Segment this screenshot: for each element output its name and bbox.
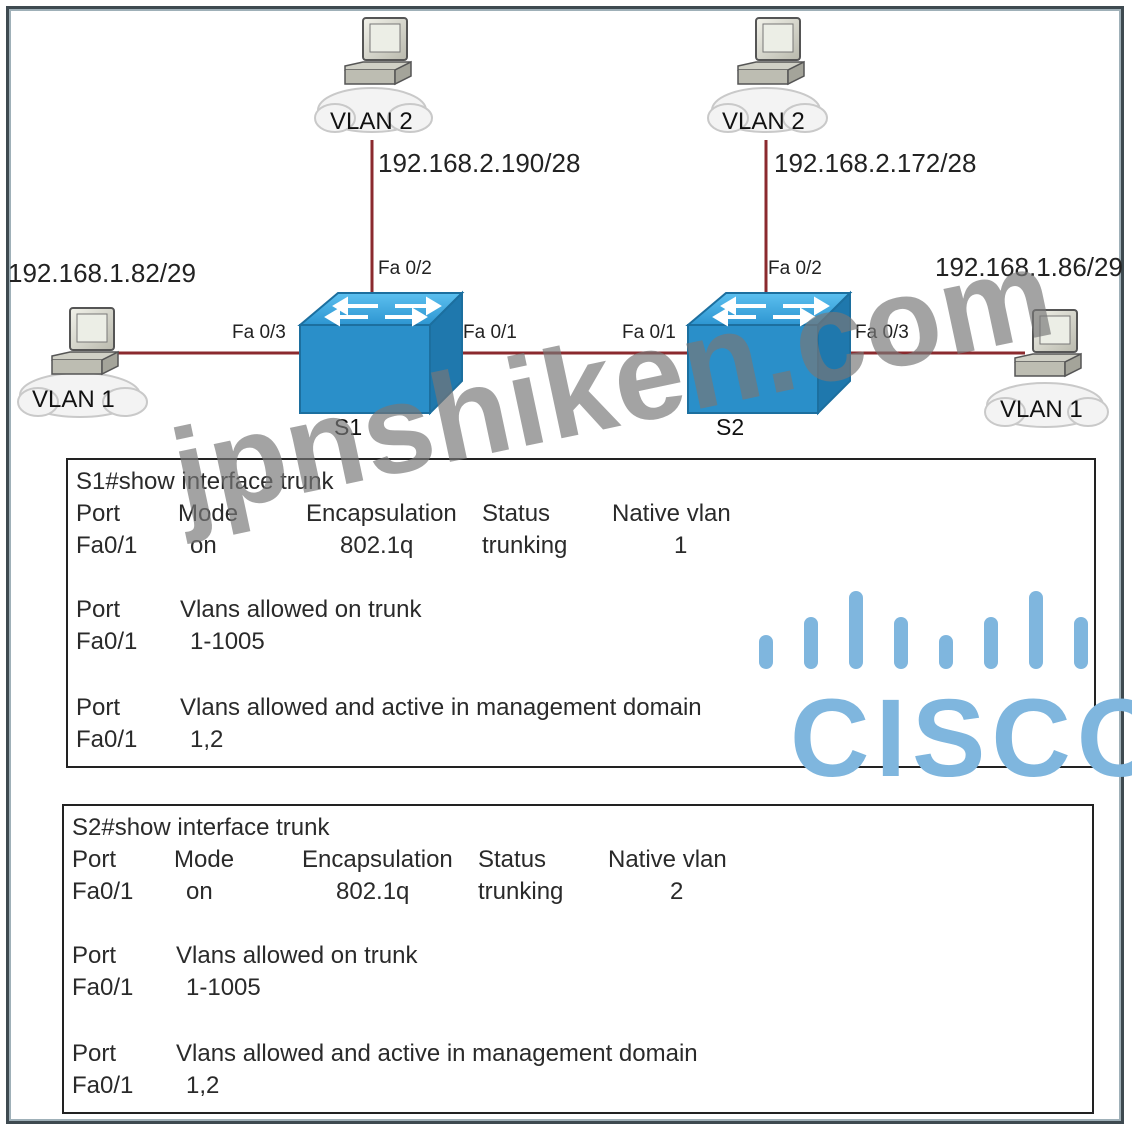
pc-icon	[51, 307, 119, 376]
host-ip-label: 192.168.2.172/28	[774, 148, 977, 178]
row-native-vlan: 1	[674, 532, 688, 559]
port-label: Fa 0/1	[463, 322, 517, 343]
row-vlans-allowed: 1-1005	[186, 974, 261, 1001]
host-ip-label: 192.168.1.86/29	[935, 252, 1123, 282]
row-port: Fa0/1	[72, 974, 134, 1001]
col-header-port: Port	[76, 694, 121, 721]
col-header-vlans-active: Vlans allowed and active in management d…	[180, 694, 702, 721]
switch-icon	[297, 290, 465, 416]
col-header-status: Status	[482, 500, 551, 527]
col-header-port: Port	[72, 942, 117, 969]
switch-name: S2	[716, 414, 745, 440]
cli-command: S2#show interface trunk	[72, 814, 330, 841]
row-status: trunking	[482, 532, 568, 559]
vlan-label: VLAN 1	[32, 386, 115, 413]
col-header-vlans-allowed: Vlans allowed on trunk	[180, 596, 422, 623]
col-header-native-vlan: Native vlan	[612, 500, 731, 527]
cli-output-s2: S2#show interface trunk Port Mode Encaps…	[62, 804, 1094, 1114]
row-status: trunking	[478, 878, 564, 905]
row-vlans-active: 1,2	[186, 1072, 220, 1099]
vlan2-cloud-left	[314, 87, 433, 133]
row-encapsulation: 802.1q	[336, 878, 410, 905]
port-label: Fa 0/1	[622, 322, 676, 343]
col-header-port: Port	[72, 1040, 117, 1067]
col-header-vlans-allowed: Vlans allowed on trunk	[176, 942, 418, 969]
row-port: Fa0/1	[76, 726, 138, 753]
col-header-mode: Mode	[178, 500, 239, 527]
cli-command: S1#show interface trunk	[76, 468, 334, 495]
vlan-label: VLAN 2	[722, 108, 805, 135]
port-label: Fa 0/3	[232, 322, 286, 343]
col-header-native-vlan: Native vlan	[608, 846, 727, 873]
col-header-encapsulation: Encapsulation	[302, 846, 453, 873]
vlan1-cloud-left	[17, 372, 148, 418]
pc-icon	[344, 17, 412, 86]
col-header-port: Port	[72, 846, 117, 873]
row-port: Fa0/1	[76, 628, 138, 655]
cli-output-s1: S1#show interface trunk Port Mode Encaps…	[66, 458, 1096, 768]
col-header-port: Port	[76, 596, 121, 623]
vlan-label: VLAN 2	[330, 108, 413, 135]
switch-icon	[685, 290, 853, 416]
col-header-port: Port	[76, 500, 121, 527]
pc-icon	[1014, 309, 1082, 378]
pc-icon	[737, 17, 805, 86]
row-encapsulation: 802.1q	[340, 532, 414, 559]
vlan2-cloud-right	[707, 87, 828, 133]
figure-frame	[6, 6, 1124, 1124]
col-header-status: Status	[478, 846, 547, 873]
row-native-vlan: 2	[670, 878, 684, 905]
host-ip-label: 192.168.2.190/28	[378, 148, 581, 178]
switch-name: S1	[334, 414, 363, 440]
col-header-mode: Mode	[174, 846, 235, 873]
row-port: Fa0/1	[72, 878, 134, 905]
row-port: Fa0/1	[72, 1072, 134, 1099]
row-mode: on	[190, 532, 217, 559]
row-port: Fa0/1	[76, 532, 138, 559]
row-vlans-allowed: 1-1005	[190, 628, 265, 655]
col-header-vlans-active: Vlans allowed and active in management d…	[176, 1040, 698, 1067]
port-label: Fa 0/2	[768, 258, 822, 279]
vlan1-cloud-right	[984, 382, 1109, 428]
cisco-logo-text: CISCO	[790, 677, 1132, 800]
topology-drawing	[17, 17, 1109, 428]
vlan-label: VLAN 1	[1000, 396, 1083, 423]
row-mode: on	[186, 878, 213, 905]
col-header-encapsulation: Encapsulation	[306, 500, 457, 527]
cisco-logo-bars-icon	[759, 591, 1088, 669]
links	[115, 140, 1025, 355]
row-vlans-active: 1,2	[190, 726, 224, 753]
host-ip-label: 192.168.1.82/29	[8, 258, 196, 288]
port-label: Fa 0/3	[855, 322, 909, 343]
port-label: Fa 0/2	[378, 258, 432, 279]
